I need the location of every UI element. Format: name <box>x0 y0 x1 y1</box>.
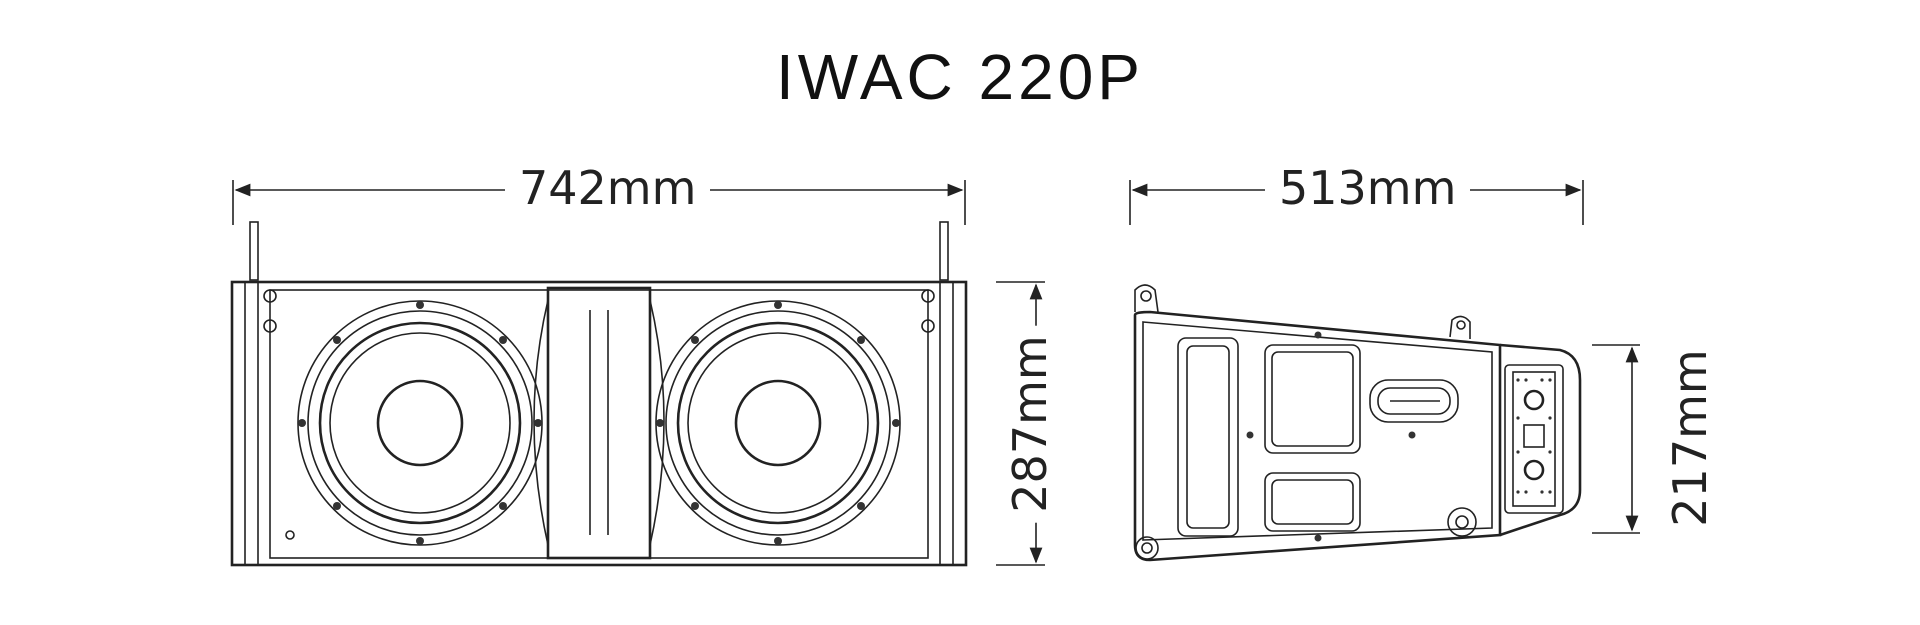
right-woofer <box>655 300 901 546</box>
model-title: IWAC 220P <box>776 41 1144 113</box>
side-depth-label: 513mm <box>1265 165 1471 211</box>
front-width-label: 742mm <box>505 165 711 211</box>
rear-height-dimension-line <box>1592 344 1640 534</box>
rear-panel-vents <box>1516 378 1552 494</box>
rear-height-label: 217mm <box>1663 339 1717 537</box>
front-height-label: 287mm <box>1003 325 1057 523</box>
side-view-speaker <box>1133 284 1582 562</box>
front-view-speaker <box>230 221 968 567</box>
left-woofer <box>297 300 543 546</box>
